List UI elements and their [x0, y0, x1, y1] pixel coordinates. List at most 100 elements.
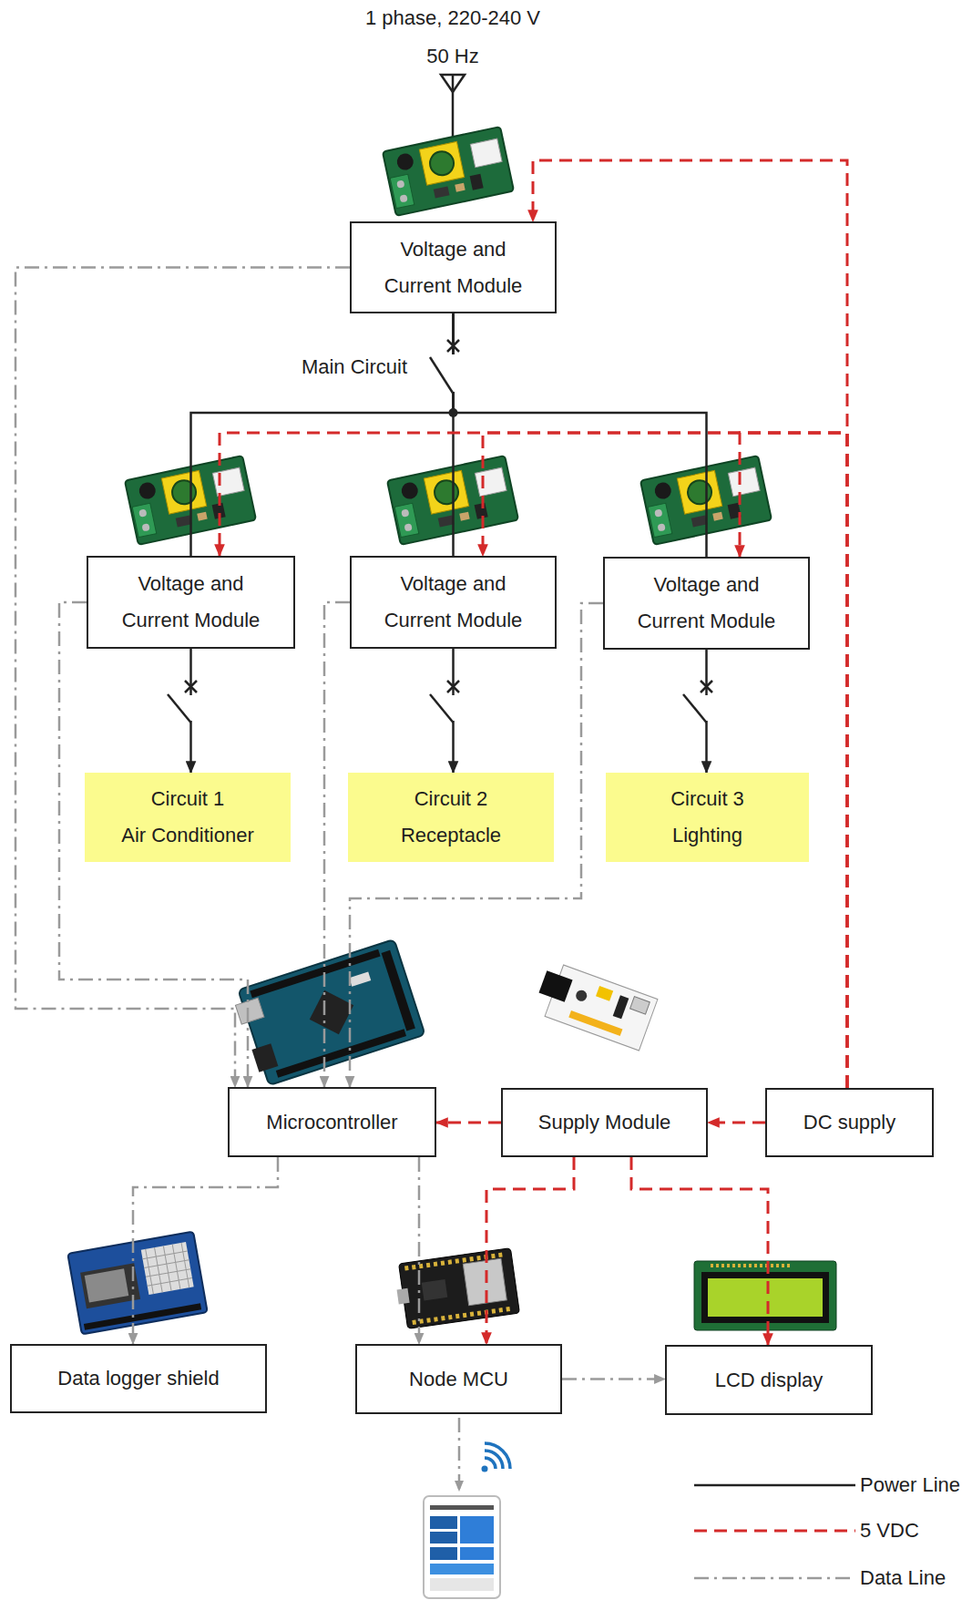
breaker-symbol	[429, 339, 461, 418]
breaker-symbol	[447, 339, 460, 352]
module-photo	[382, 126, 514, 216]
arduino-photo	[231, 939, 426, 1088]
text-group: Data logger shield	[57, 1360, 219, 1397]
power-line	[191, 313, 454, 556]
text-group: LCD display	[715, 1361, 824, 1399]
legend-label: Power Line	[859, 1472, 961, 1498]
supply-box: DC supply	[765, 1087, 934, 1157]
device-box: Data logger shield	[10, 1343, 267, 1413]
phone-app	[460, 1546, 494, 1560]
wireless-link	[459, 1417, 511, 1491]
phone-app	[429, 1563, 494, 1575]
box-sublabel: Lighting	[672, 817, 743, 854]
supply-line	[486, 1156, 574, 1344]
device-box: LCD display	[665, 1344, 873, 1415]
circuit-band: Circuit 3Lighting	[605, 772, 809, 862]
module-photo	[382, 126, 514, 216]
box-label: Circuit 2	[414, 780, 489, 818]
supply-line	[739, 432, 848, 1088]
module-box: Voltage and Current Module	[349, 555, 557, 649]
supply-label: 1 phase, 220-240 V	[365, 5, 541, 31]
breaker-symbol	[449, 408, 459, 418]
text-group: Node MCU	[409, 1360, 509, 1398]
module-box: Voltage and Current Module	[603, 556, 810, 650]
wireless-link	[484, 1450, 503, 1469]
box-sublabel: Receptacle	[400, 817, 502, 854]
text-group: Voltage and Current Module	[371, 231, 536, 305]
antenna-symbol	[440, 74, 465, 139]
wireless-link	[458, 1417, 461, 1491]
supply-line	[532, 160, 848, 1088]
nodemcu-photo	[393, 1248, 521, 1330]
legend-samples	[694, 1484, 856, 1578]
breaker-symbol	[429, 694, 454, 723]
lcd-photo	[694, 1260, 837, 1331]
circuit-band: Circuit 1Air Conditioner	[84, 772, 291, 862]
breaker-symbol	[167, 680, 198, 723]
supply-label: 50 Hz	[426, 43, 479, 70]
box-label: Voltage and Current Module	[109, 565, 274, 639]
box-label: Data logger shield	[57, 1360, 219, 1397]
supply-line	[707, 1121, 766, 1125]
breaker-symbol	[447, 680, 460, 693]
text-group: DC supply	[803, 1104, 896, 1141]
phone-app	[429, 1531, 458, 1544]
box-label: LCD display	[715, 1361, 824, 1399]
phone-app	[429, 1577, 494, 1591]
supply-photo	[532, 960, 658, 1051]
breaker-symbol	[683, 680, 714, 723]
legend-label: 5 VDC	[859, 1517, 920, 1544]
breaker-symbol	[429, 357, 454, 394]
breaker-symbol	[184, 680, 197, 693]
breaker-symbol	[683, 694, 707, 723]
text-group: Voltage and Current Module	[624, 566, 789, 640]
text-group: Supply Module	[538, 1104, 672, 1141]
antenna-symbol	[451, 74, 455, 139]
box-label: DC supply	[803, 1104, 896, 1141]
supply-box: Supply Module	[501, 1087, 708, 1157]
box-label: Microcontroller	[266, 1104, 398, 1141]
data-line	[15, 267, 350, 1088]
supply-line	[482, 432, 848, 1088]
device-box: Node MCU	[355, 1343, 563, 1414]
circuit-band: Circuit 2Receptacle	[347, 772, 554, 862]
data-line	[418, 1156, 421, 1344]
phone-app	[429, 1504, 494, 1510]
legend-samples	[694, 1576, 856, 1580]
breaker-symbol	[429, 680, 461, 723]
box-label: Voltage and Current Module	[624, 566, 789, 640]
phone-app	[429, 1546, 458, 1560]
supply-line	[219, 432, 848, 1088]
phone-app	[429, 1515, 458, 1529]
wireless-link	[484, 1457, 496, 1469]
module-box: Voltage and Current Module	[349, 221, 557, 314]
wireless-link	[484, 1442, 511, 1469]
supply-photo	[532, 960, 658, 1051]
box-label: Supply Module	[538, 1104, 672, 1141]
text-group: Circuit 3Lighting	[670, 780, 745, 854]
arduino-photo	[231, 939, 426, 1088]
breaker-symbol	[167, 694, 192, 723]
box-label: Node MCU	[409, 1360, 509, 1398]
supply-line	[631, 1156, 768, 1345]
text-group: Microcontroller	[266, 1104, 398, 1141]
text-group: Circuit 1Air Conditioner	[121, 780, 255, 854]
legend-samples	[694, 1483, 856, 1487]
legend-label: Data Line	[859, 1565, 946, 1591]
controller-box: Microcontroller	[227, 1086, 437, 1157]
power-line	[453, 313, 707, 557]
box-sublabel: Air Conditioner	[121, 817, 255, 854]
phone-app	[423, 1495, 501, 1598]
datalogger-photo	[67, 1231, 208, 1335]
text-group: Voltage and Current Module	[109, 565, 274, 639]
data-line	[562, 1377, 666, 1381]
box-label: Voltage and Current Module	[371, 231, 536, 305]
breaker-label: Main Circuit	[301, 354, 408, 380]
data-line	[133, 1156, 278, 1344]
lcd-photo	[694, 1260, 837, 1331]
box-label: Circuit 3	[670, 780, 745, 818]
datalogger-photo	[67, 1231, 208, 1335]
nodemcu-photo	[393, 1248, 521, 1330]
data-line	[324, 602, 350, 1087]
